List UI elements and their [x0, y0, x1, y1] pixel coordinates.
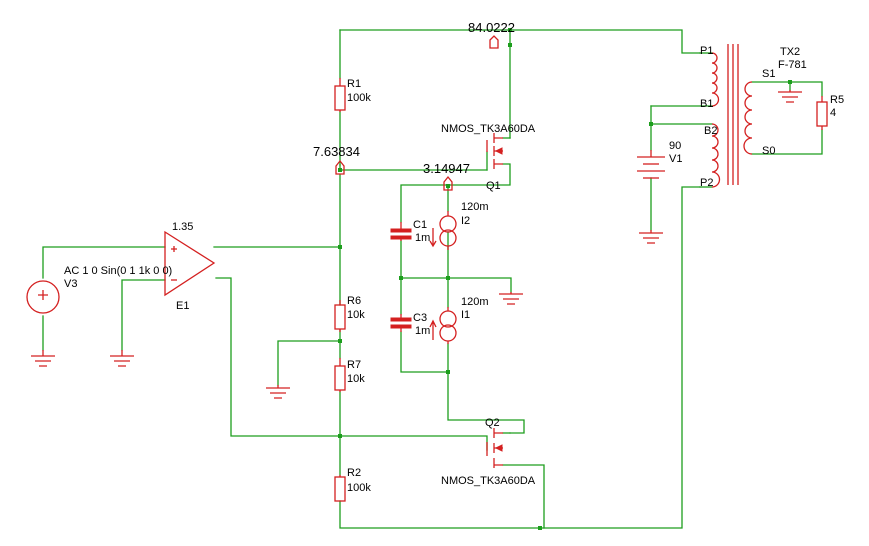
- v1-ref: V1: [669, 153, 682, 165]
- ground-icon: [266, 385, 290, 399]
- r6-ref: R6: [347, 295, 361, 307]
- q1-ref: Q1: [486, 180, 501, 192]
- c1-ref: C1: [413, 219, 427, 231]
- tx2-pin-s0: S0: [762, 145, 775, 157]
- probe-source[interactable]: [443, 175, 453, 191]
- c3-value: 1m: [415, 325, 430, 337]
- q2-model: NMOS_TK3A60DA: [441, 475, 536, 487]
- v1-value: 90: [669, 140, 681, 152]
- c3-ref: C3: [413, 312, 427, 324]
- r7-value: 10k: [347, 373, 365, 385]
- tx2-pin-b1: B1: [700, 98, 713, 110]
- probe-drain[interactable]: [489, 35, 499, 49]
- resistor-r5[interactable]: [816, 96, 828, 130]
- current-source-i2[interactable]: [429, 211, 457, 250]
- v3-ref: V3: [64, 278, 77, 290]
- mosfet-q2[interactable]: [486, 428, 503, 468]
- mosfet-q1[interactable]: [486, 133, 503, 169]
- probe-drain-value: 84.0222: [468, 20, 515, 35]
- ground-icon: [499, 292, 523, 305]
- tx2-model: F-781: [778, 59, 807, 71]
- wires: [42, 29, 823, 529]
- battery-v1[interactable]: [637, 150, 665, 179]
- i1-ref: I1: [461, 309, 470, 321]
- q1-model: NMOS_TK3A60DA: [441, 123, 536, 135]
- tx2-pin-b2: B2: [704, 125, 717, 137]
- probe-gate-value: 7.63834: [313, 144, 360, 159]
- resistor-r2[interactable]: [334, 475, 346, 502]
- e1-ref: E1: [176, 300, 189, 312]
- r5-value: 4: [830, 107, 836, 119]
- i2-value: 120m: [461, 201, 489, 213]
- q2-ref: Q2: [485, 417, 500, 429]
- r2-value: 100k: [347, 482, 371, 494]
- ground-icon: [639, 230, 663, 244]
- ground-icon: [778, 90, 802, 103]
- tx2-pin-p1: P1: [700, 45, 713, 57]
- capacitor-c3[interactable]: [390, 314, 412, 332]
- v3-source: AC 1 0 Sin(0 1 1k 0 0): [64, 265, 172, 277]
- probe-source-value: 3.14947: [423, 161, 470, 176]
- probe-gate[interactable]: [335, 159, 345, 175]
- current-source-i1[interactable]: [429, 307, 457, 344]
- junctions: [338, 28, 792, 530]
- e1-output-value: 1.35: [172, 221, 193, 233]
- r2-ref: R2: [347, 467, 361, 479]
- r7-ref: R7: [347, 359, 361, 371]
- tx2-pin-p2: P2: [700, 177, 713, 189]
- r1-value: 100k: [347, 92, 371, 104]
- ground-icon: [31, 350, 55, 367]
- tx2-pin-s1: S1: [762, 68, 775, 80]
- transformer-tx2[interactable]: [711, 44, 753, 188]
- amplifier-e1[interactable]: [164, 230, 216, 297]
- resistor-r6[interactable]: [334, 300, 346, 332]
- r1-ref: R1: [347, 78, 361, 90]
- r5-ref: R5: [830, 94, 844, 106]
- resistor-r7[interactable]: [334, 358, 346, 392]
- resistor-r1[interactable]: [334, 78, 346, 112]
- capacitor-c1[interactable]: [390, 222, 412, 241]
- voltage-source-v3[interactable]: [26, 280, 60, 314]
- i2-ref: I2: [461, 215, 470, 227]
- r6-value: 10k: [347, 309, 365, 321]
- tx2-ref: TX2: [780, 46, 800, 58]
- ground-icon: [110, 350, 134, 367]
- c1-value: 1m: [415, 232, 430, 244]
- i1-value: 120m: [461, 296, 489, 308]
